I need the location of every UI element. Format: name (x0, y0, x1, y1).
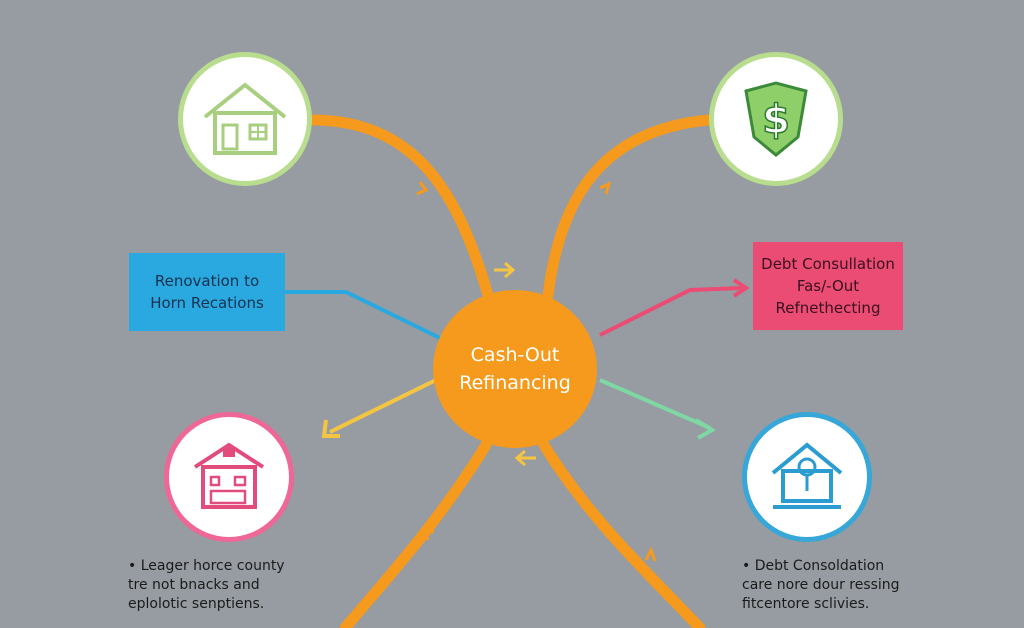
chevron-arrow (644, 546, 657, 562)
house-icon-circle-top-left (178, 52, 312, 186)
debt-box-line2: Fas/-Out (796, 277, 860, 295)
connector-left-box (285, 290, 441, 340)
arrow-small-bottom (514, 449, 536, 467)
center-line1: Cash-Out (470, 344, 560, 366)
chevron-arrow (416, 181, 429, 196)
chevron-arrow (599, 181, 612, 195)
arrowhead (732, 278, 750, 298)
renovation-box-line2: Horn Recations (150, 294, 264, 312)
arrowhead (694, 418, 716, 440)
chevron-arrow (421, 527, 435, 541)
branch-top-left (306, 114, 494, 301)
svg-text:$: $ (762, 97, 790, 143)
renovation-box: Renovation to Horn Recations (129, 253, 285, 331)
arrow-bottom-right (599, 378, 711, 430)
note-right-line3: fitcentore sclivies. (742, 596, 870, 612)
debt-box-line1: Debt Consullation (761, 255, 895, 273)
note-left: • Leager horce county tre not bnacks and… (128, 557, 285, 614)
note-right-line1: • Debt Consoldation (742, 558, 885, 574)
house-key-icon-circle-bottom-right (742, 412, 872, 542)
center-line2: Refinancing (459, 372, 571, 394)
house-icon (193, 442, 265, 509)
note-right: • Debt Consoldation care nore dour ressi… (742, 557, 900, 614)
arrow-small-top (494, 261, 516, 279)
house-key-icon (771, 442, 843, 509)
debt-box-line3: Refnethecting (775, 299, 881, 317)
center-node: Cash-Out Refinancing (433, 290, 597, 448)
house-icon-circle-bottom-left (164, 412, 294, 542)
note-left-line2: tre not bnacks and (128, 577, 260, 593)
arrow-right-box (599, 286, 743, 337)
dollar-shield-icon: $ (744, 81, 808, 157)
arrow-bottom-left (329, 378, 437, 434)
branch-bottom-right (538, 439, 706, 628)
dollar-shield-icon-circle-top-right: $ (709, 52, 843, 186)
renovation-box-line1: Renovation to (154, 272, 260, 290)
branch-top-right (542, 114, 715, 301)
arrowhead (321, 419, 340, 438)
branch-bottom-left (339, 439, 492, 628)
house-icon (203, 82, 287, 155)
debt-consolidation-box: Debt Consullation Fas/-Out Refnethecting (753, 242, 903, 330)
note-left-line3: eplolotic senptiens. (128, 596, 265, 612)
note-right-line2: care nore dour ressing (742, 577, 900, 593)
note-left-line1: • Leager horce county (128, 558, 285, 574)
